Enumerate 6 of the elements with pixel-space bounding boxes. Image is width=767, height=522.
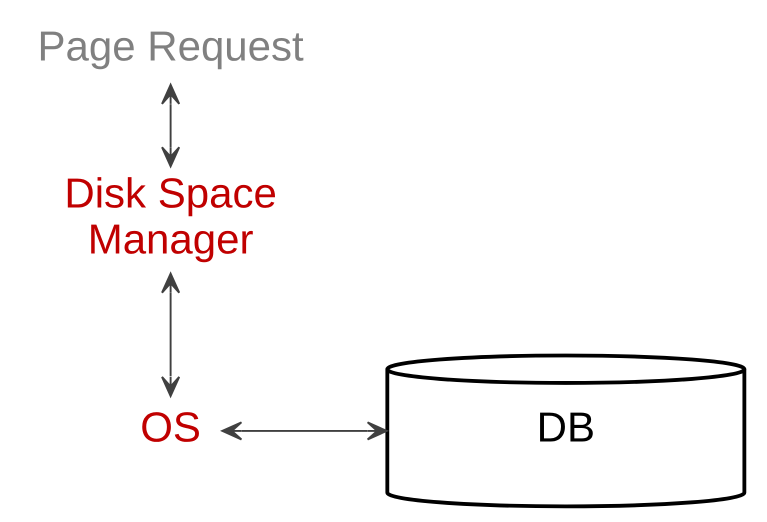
arrow bbox=[161, 272, 180, 397]
arrow bbox=[161, 84, 180, 168]
arrow bbox=[221, 421, 388, 440]
node-text: Disk Space Manager bbox=[64, 170, 277, 263]
node-text: Page Request bbox=[38, 22, 304, 70]
node-text: OS bbox=[140, 404, 201, 451]
